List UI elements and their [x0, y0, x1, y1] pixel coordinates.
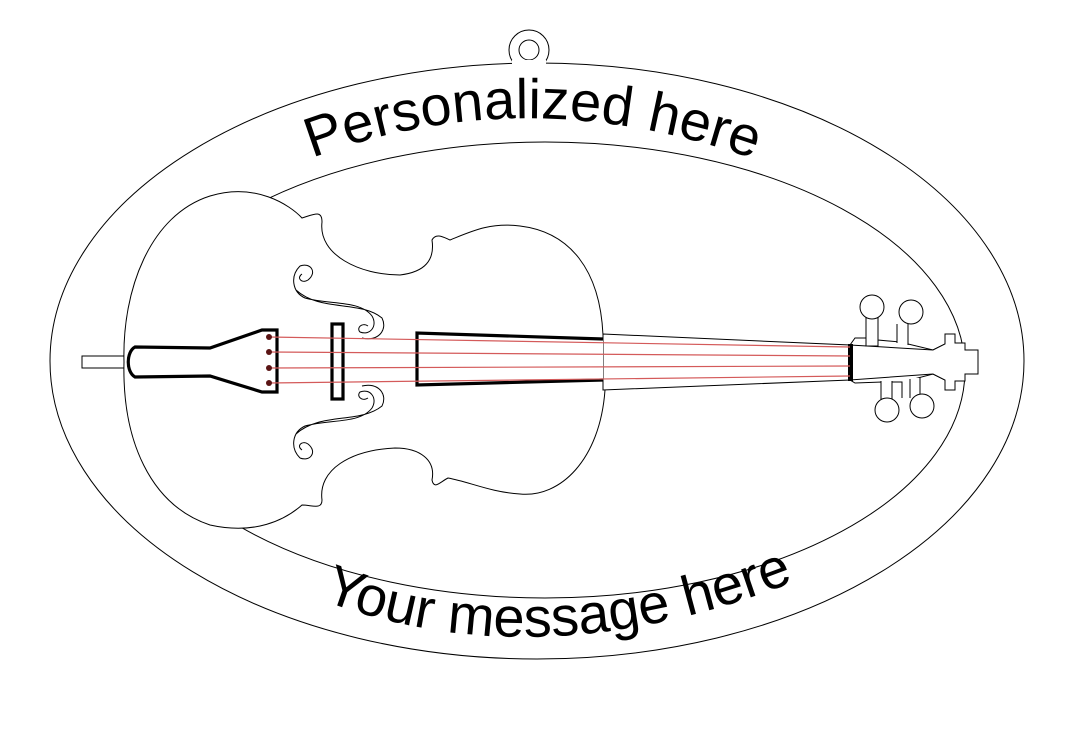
- bridge: [330, 322, 345, 401]
- peg-bottom-2: [909, 393, 935, 419]
- strings: [268, 336, 851, 384]
- f-hole-lower: [293, 384, 385, 460]
- tailpiece-pins: [266, 334, 272, 386]
- peg-top-1: [859, 294, 885, 320]
- tuning-pegs: [859, 294, 935, 423]
- peg-top-2: [898, 299, 924, 325]
- nut: [848, 344, 853, 381]
- peg-bottom-1: [874, 397, 900, 423]
- fingerboard: [415, 331, 604, 387]
- endpin: [81, 355, 127, 369]
- f-hole-upper: [293, 264, 385, 340]
- tailpiece: [126, 328, 279, 394]
- pegbox: [848, 294, 979, 423]
